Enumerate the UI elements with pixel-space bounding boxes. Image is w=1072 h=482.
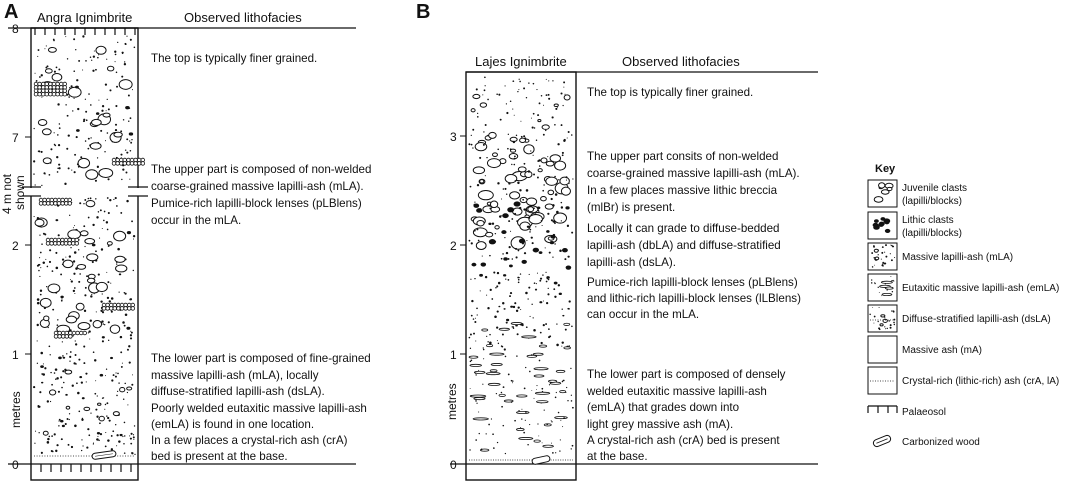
panel-a-letter: A xyxy=(4,1,18,23)
panel-b-tick-0: 0 xyxy=(450,458,457,472)
panel-a-tick-7: 7 xyxy=(12,131,19,145)
svg-text:Crystal-rich (lithic-rich) ash: Crystal-rich (lithic-rich) ash (crA, lA) xyxy=(902,376,1059,387)
svg-text:Massive ash (mA): Massive ash (mA) xyxy=(902,345,982,356)
key-item-mla: Massive lapilli-ash (mLA) xyxy=(867,242,1013,271)
panel-a-gap-break xyxy=(22,186,148,197)
panel-a-axis-label: metres xyxy=(9,391,23,428)
svg-text:Massive lapilli-ash (mLA): Massive lapilli-ash (mLA) xyxy=(902,252,1013,263)
svg-text:Diffuse-stratified lapilli-ash: Diffuse-stratified lapilli-ash (dsLA) xyxy=(902,314,1051,325)
svg-text:Carbonized wood: Carbonized wood xyxy=(902,437,980,448)
key-item-palaeosol: Palaeosol xyxy=(867,405,946,418)
panel-b-tick-1: 1 xyxy=(450,348,457,362)
panel-b-tick-2: 2 xyxy=(450,239,457,253)
panel-b: B Lajes Ignimbrite Observed lithofacies … xyxy=(416,1,818,481)
panel-b-column-fill xyxy=(468,76,574,465)
panel-a-tick-0: 0 xyxy=(12,458,19,472)
svg-text:Eutaxitic massive lapilli-ash: Eutaxitic massive lapilli-ash (emLA) xyxy=(902,283,1059,294)
panel-b-letter: B xyxy=(416,1,430,23)
key-item-dsla: Diffuse-stratified lapilli-ash (dsLA) xyxy=(867,304,1051,333)
svg-text:Palaeosol: Palaeosol xyxy=(902,407,946,418)
panel-a-description-top: The top is typically finer grained. xyxy=(151,52,317,65)
panel-b-lithofacies-header: Observed lithofacies xyxy=(622,54,740,69)
key-item-emla: Eutaxitic massive lapilli-ash (emLA) xyxy=(867,273,1059,302)
panel-b-description-upper: The upper part consits of non-welded coa… xyxy=(587,150,804,321)
key-item-cra: Crystal-rich (lithic-rich) ash (crA, lA) xyxy=(867,366,1059,395)
panel-b-tick-3: 3 xyxy=(450,130,457,144)
panel-b-axis-label: metres xyxy=(445,383,459,420)
svg-text:Juvenile clasts(lapilli/blocks: Juvenile clasts(lapilli/blocks) xyxy=(902,183,967,207)
panel-a-ticks: 8 7 2 1 0 xyxy=(12,22,31,472)
panel-b-column xyxy=(465,71,577,481)
panel-a-gap-label-2: shown xyxy=(13,175,27,210)
panel-a-description-upper: The upper part is composed of non-welded… xyxy=(151,163,375,227)
panel-a-gap-label-1: 4 m not xyxy=(0,173,14,214)
panel-a-tick-2: 2 xyxy=(12,239,19,253)
panel-a: A Angra Ignimbrite Observed lithofacies … xyxy=(0,1,375,481)
key-item-juvenile: Juvenile clasts(lapilli/blocks) xyxy=(867,179,967,208)
panel-a-tick-1: 1 xyxy=(12,348,19,362)
key-item-wood: Carbonized wood xyxy=(872,434,980,448)
panel-a-lithofacies-header: Observed lithofacies xyxy=(184,10,302,25)
svg-text:Lithic clasts(lapilli/blocks): Lithic clasts(lapilli/blocks) xyxy=(902,215,962,239)
key-title: Key xyxy=(875,163,896,175)
key-item-ma: Massive ash (mA) xyxy=(867,335,982,364)
panel-b-description-top: The top is typically finer grained. xyxy=(587,86,753,99)
panel-b-description-lower: The lower part is composed of densely we… xyxy=(586,368,789,463)
key: Key Juvenile clasts(lapilli/blocks) Lith… xyxy=(867,163,1059,448)
panel-b-ticks: 3 2 1 0 xyxy=(450,130,466,472)
panel-a-column-fill xyxy=(31,27,145,472)
panel-a-column-title: Angra Ignimbrite xyxy=(37,10,132,25)
key-item-lithic: Lithic clasts(lapilli/blocks) xyxy=(867,211,962,240)
panel-b-column-title: Lajes Ignimbrite xyxy=(475,54,567,69)
panel-a-description-lower: The lower part is composed of fine-grain… xyxy=(151,352,374,463)
panel-a-tick-8: 8 xyxy=(12,22,19,36)
